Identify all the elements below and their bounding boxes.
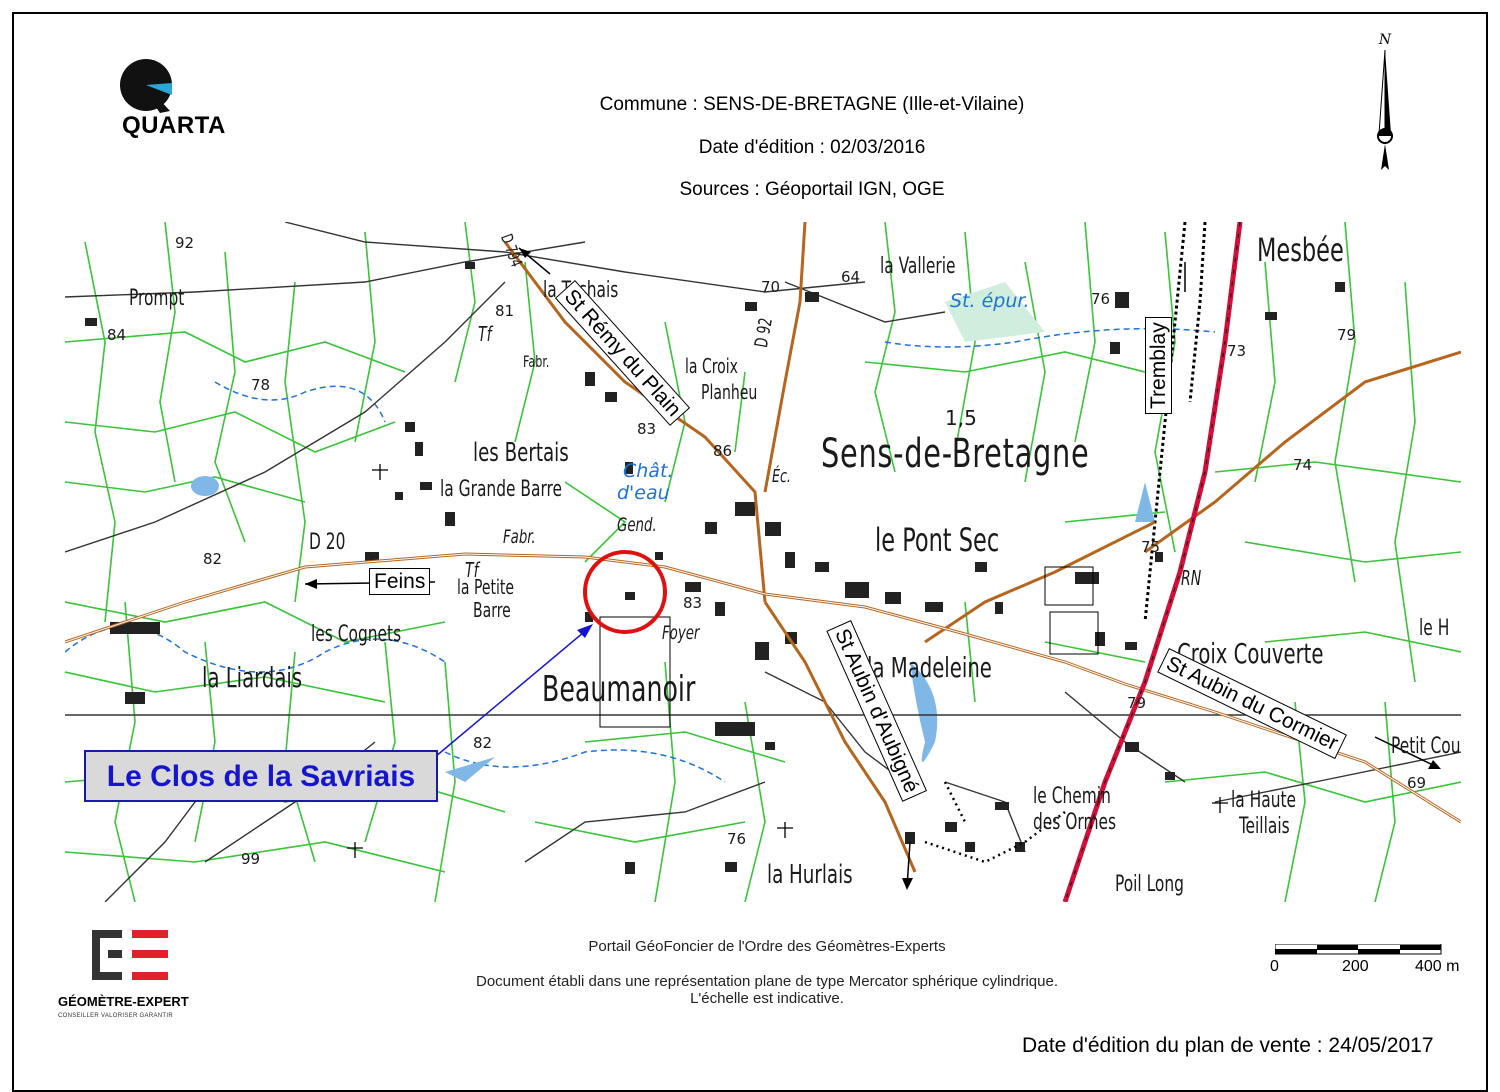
town-sens-de-bretagne: Sens-de-Bretagne [821,431,1090,477]
label-tf-2: Tf [465,558,479,582]
place-des-ormes: des Ormes [1033,810,1117,835]
label-fabr-2: Fabr. [503,526,536,548]
elev-1-5: 1,5 [945,406,977,430]
label-tf-1: Tf [478,322,492,346]
direction-feins: Feins [369,568,431,596]
road-rn: RN [1181,566,1202,590]
north-arrow-icon: N [1377,32,1393,170]
place-beaumanoir: Beaumanoir [542,669,696,710]
elev-78: 78 [251,376,271,394]
elev-74: 74 [1293,456,1313,474]
place-la-hurlais: la Hurlais [767,860,853,890]
place-planheu: Planheu [701,380,758,404]
elev-69: 69 [1407,774,1427,792]
quarta-logo-text: QUARTA [122,112,226,139]
place-la-grande-barre: la Grande Barre [440,477,562,502]
elev-82-b: 82 [473,734,493,752]
place-les-bertais: les Bertais [473,438,569,468]
place-petit-cou: Petit Cou [1391,734,1461,759]
elev-64: 64 [841,268,861,286]
footer-portal: Portail GéoFoncier de l'Ordre des Géomèt… [588,938,946,955]
elev-84: 84 [107,326,127,344]
place-la-petite: la Petite [457,575,515,599]
date-plan-de-vente: Date d'édition du plan de vente : 24/05/… [1022,1034,1434,1057]
north-letter: N [1378,32,1392,48]
geometre-expert-tagline: CONSEILLER VALORISER GARANTIR [58,1013,173,1019]
scale-label-0: 0 [1270,958,1279,975]
place-teillais: Teillais [1239,814,1290,839]
label-gend: Gend. [617,514,657,536]
place-barre: Barre [473,598,511,622]
elev-83-a: 83 [637,420,657,438]
scale-bar-icon [1275,944,1442,955]
elev-75: 75 [1141,538,1161,556]
elev-76-b: 76 [727,830,747,848]
water-chat: Chât. [623,460,674,482]
elev-82-a: 82 [203,550,223,568]
elev-99: 99 [241,850,261,868]
sources: Sources : Géoportail IGN, OGE [679,179,945,200]
quarta-logo-icon [120,59,172,113]
place-mesbee: Mesbée [1257,231,1344,269]
footer-projection-line1: Document établi dans une représentation … [475,973,1059,990]
road-d92: D 92 [751,316,777,350]
place-la-croix: la Croix [685,354,738,378]
place-le-h: le H [1419,616,1450,641]
elev-92: 92 [175,234,195,252]
place-la-liardais: la Liardais [202,661,303,694]
road-d20: D 20 [309,530,346,555]
elev-81: 81 [495,302,515,320]
commune-title: Commune : SENS-DE-BRETAGNE (Ille-et-Vila… [599,94,1025,115]
scale-label-200: 200 [1342,958,1369,975]
place-la-madeleine: la Madeleine [867,651,992,684]
place-la-vallerie: la Vallerie [880,254,956,279]
label-foyer: Foyer [662,622,700,644]
circle-marker-icon [583,550,667,634]
place-les-cognets: les Cognets [311,622,402,647]
geometre-expert-name: GÉOMÈTRE-EXPERT [58,994,189,1009]
label-ec: Éc. [772,466,791,487]
water-st-epur: St. épur. [950,290,1030,312]
place-le-chemin: le Chemin [1033,784,1111,809]
elev-79-b: 79 [1127,694,1147,712]
water-deau: d'eau [617,482,670,504]
elev-73: 73 [1227,342,1247,360]
callout-parcel-name: Le Clos de la Savriais [84,750,438,802]
elev-76: 76 [1091,290,1111,308]
elev-79-a: 79 [1337,326,1357,344]
date-edition: Date d'édition : 02/03/2016 [698,137,926,158]
direction-tremblay: Tremblay [1145,317,1173,414]
place-poil-long: Poil Long [1115,872,1184,897]
footer-projection-line2: L'échelle est indicative. [690,990,844,1007]
label-fabr-1: Fabr. [523,352,550,371]
place-la-haute: la Haute [1231,788,1297,813]
elev-70: 70 [761,278,781,296]
geometre-expert-logo-icon [92,930,168,980]
place-le-pont-sec: le Pont Sec [875,521,1000,559]
scale-label-400: 400 m [1415,958,1460,975]
elev-83-b: 83 [683,594,703,612]
place-prompt: Prompt [129,286,185,311]
elev-86: 86 [713,442,733,460]
